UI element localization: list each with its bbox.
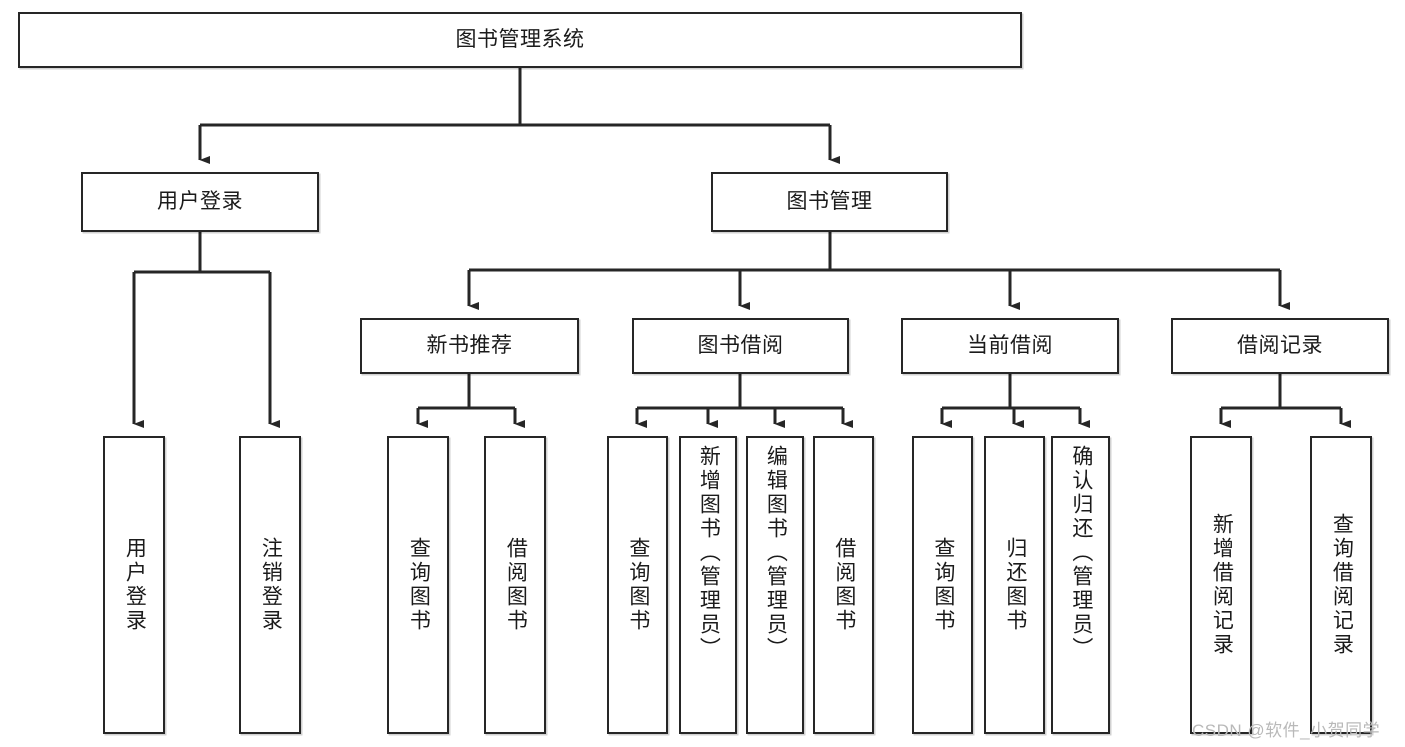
node-new-book-rec[interactable]: 新书推荐	[360, 318, 579, 374]
node-current-borrow[interactable]: 当前借阅	[901, 318, 1119, 374]
node-label: 借阅图书	[832, 537, 856, 633]
node-label: 查询图书	[931, 537, 955, 633]
node-book-borrow[interactable]: 图书借阅	[632, 318, 849, 374]
node-user-login[interactable]: 用户登录	[81, 172, 319, 232]
node-label: 新增借阅记录	[1210, 513, 1234, 657]
node-label: 借阅图书	[504, 537, 528, 633]
node-leaf-add-book[interactable]: 新增图书（管理员）	[679, 436, 737, 734]
node-leaf-user-login[interactable]: 用户登录	[103, 436, 165, 734]
node-label: 新书推荐	[426, 333, 513, 357]
node-label: 图书管理	[786, 189, 873, 213]
node-label: 查询图书	[626, 537, 650, 633]
node-leaf-confirm-return[interactable]: 确认归还（管理员）	[1051, 436, 1110, 734]
node-label: 新增图书（管理员）	[697, 445, 721, 661]
node-root[interactable]: 图书管理系统	[18, 12, 1022, 68]
node-leaf-borrow-book-2[interactable]: 借阅图书	[813, 436, 874, 734]
node-leaf-query-record[interactable]: 查询借阅记录	[1310, 436, 1372, 734]
node-label: 用户登录	[123, 537, 147, 633]
node-leaf-add-record[interactable]: 新增借阅记录	[1190, 436, 1252, 734]
node-label: 编辑图书（管理员）	[764, 445, 788, 661]
node-leaf-borrow-book-1[interactable]: 借阅图书	[484, 436, 546, 734]
node-leaf-query-book-3[interactable]: 查询图书	[912, 436, 973, 734]
node-borrow-record[interactable]: 借阅记录	[1171, 318, 1389, 374]
node-label: 借阅记录	[1237, 333, 1323, 357]
node-leaf-edit-book[interactable]: 编辑图书（管理员）	[746, 436, 804, 734]
node-label: 确认归还（管理员）	[1069, 445, 1093, 661]
node-book-manage[interactable]: 图书管理	[711, 172, 948, 232]
csdn-watermark: CSDN @软件_小贺同学	[1192, 721, 1381, 740]
node-label: 查询借阅记录	[1330, 513, 1354, 657]
node-label: 当前借阅	[967, 333, 1053, 357]
node-label: 图书管理系统	[455, 27, 585, 51]
node-label: 归还图书	[1003, 537, 1027, 633]
node-label: 用户登录	[157, 189, 243, 213]
node-leaf-logout[interactable]: 注销登录	[239, 436, 301, 734]
node-label: 注销登录	[259, 537, 283, 633]
node-label: 图书借阅	[697, 333, 784, 357]
node-leaf-query-book-2[interactable]: 查询图书	[607, 436, 668, 734]
node-leaf-query-book-1[interactable]: 查询图书	[387, 436, 449, 734]
node-label: 查询图书	[407, 537, 431, 633]
node-leaf-return-book[interactable]: 归还图书	[984, 436, 1045, 734]
